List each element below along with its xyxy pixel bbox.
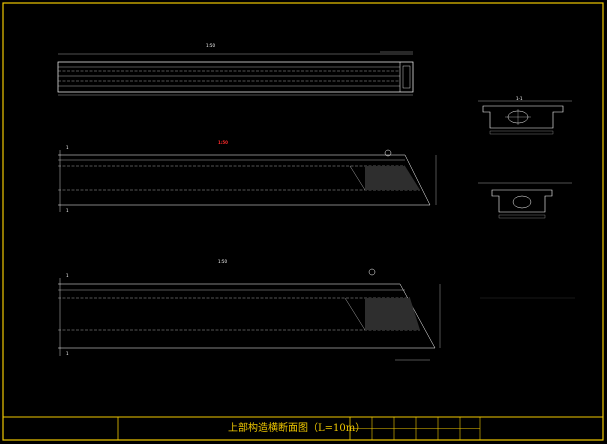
mid-end-hatch xyxy=(365,166,420,190)
elevation-middle xyxy=(58,149,437,212)
bot-end-hatch xyxy=(365,298,420,330)
top-beam-outline xyxy=(57,61,414,93)
cross-section-lower xyxy=(478,182,572,219)
bot-scale-label: 1:50 xyxy=(218,259,227,264)
bot-slope xyxy=(399,283,436,349)
section-upper-label: 1-1 xyxy=(516,96,523,101)
drawing-title: 上部构造横断面图（L=10m） xyxy=(228,423,366,434)
elevation-bottom xyxy=(58,268,441,361)
bot-section-mark-2: 1 xyxy=(66,351,69,356)
xs2-bottom-dim-box xyxy=(498,214,546,219)
xs2-void xyxy=(512,195,532,209)
bot-bubble xyxy=(368,268,376,276)
mid-section-mark-1: 1 xyxy=(66,145,69,150)
cross-section-upper xyxy=(478,100,572,135)
top-end-block xyxy=(402,65,411,89)
title-block-frame xyxy=(2,416,604,441)
bot-section-mark-1: 1 xyxy=(66,273,69,278)
mid-slope xyxy=(404,154,431,206)
mid-diag xyxy=(349,165,366,191)
mid-scale-label: 1:50 xyxy=(218,140,228,145)
mid-section-mark-2: 1 xyxy=(66,208,69,213)
xs2-outline xyxy=(491,189,553,213)
elevation-top xyxy=(57,51,414,96)
xs1-outline xyxy=(482,105,564,129)
bot-diag xyxy=(344,297,366,331)
mid-end-bubble xyxy=(384,149,392,157)
top-scale-label: 1:50 xyxy=(206,43,215,48)
xs1-bottom-dim-box xyxy=(489,130,554,135)
